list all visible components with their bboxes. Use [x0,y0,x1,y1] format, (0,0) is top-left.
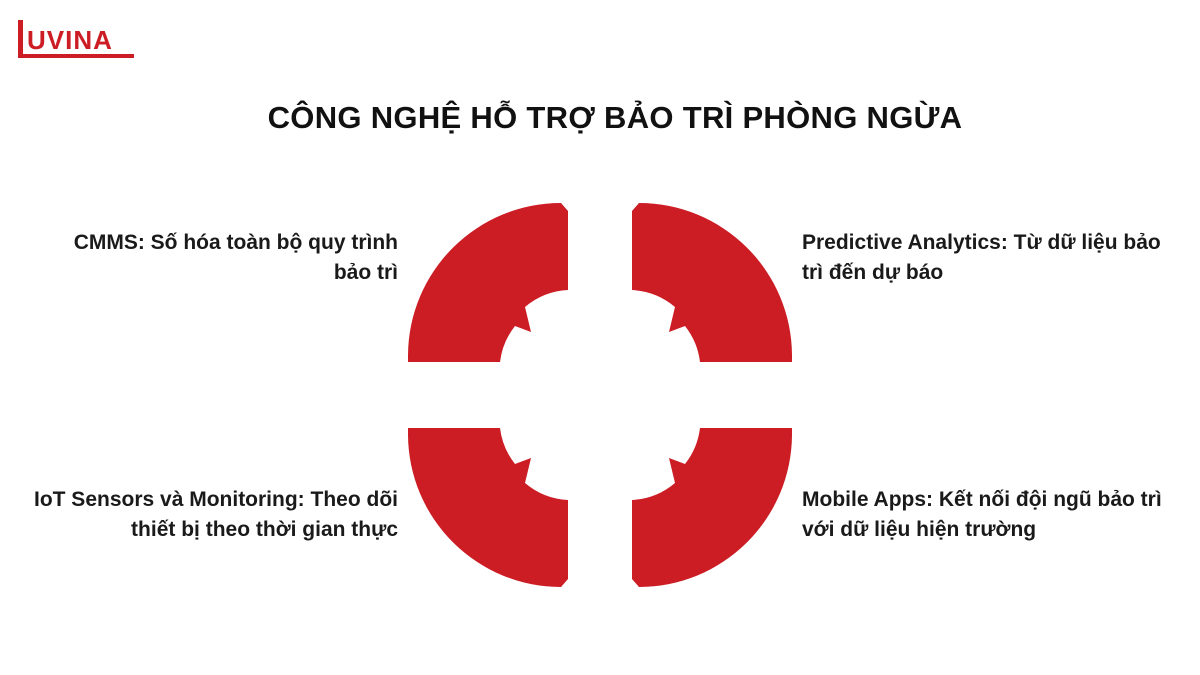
quadrant-bottom-left-shape [408,428,568,587]
page-title: CÔNG NGHỆ HỖ TRỢ BẢO TRÌ PHÒNG NGỪA [267,100,963,135]
luvina-logo: UVINA [14,18,138,62]
quadrant-bottom-right-shape [632,428,792,587]
quadrant-label-iot-sensors: IoT Sensors và Monitoring: Theo dõi thiế… [33,488,398,541]
quadrant-label-mobile-apps: Mobile Apps: Kết nối đội ngũ bảo trì với… [802,488,1162,541]
quadrant-label-cmms: CMMS: Số hóa toàn bộ quy trình bảo trì [73,231,398,284]
svg-text:UVINA: UVINA [27,25,113,55]
quadrant-top-left-shape [408,203,568,362]
quadrant-top-right-shape [632,203,792,362]
quadrant-label-predictive-analytics: Predictive Analytics: Từ dữ liệu bảo trì… [802,231,1161,284]
